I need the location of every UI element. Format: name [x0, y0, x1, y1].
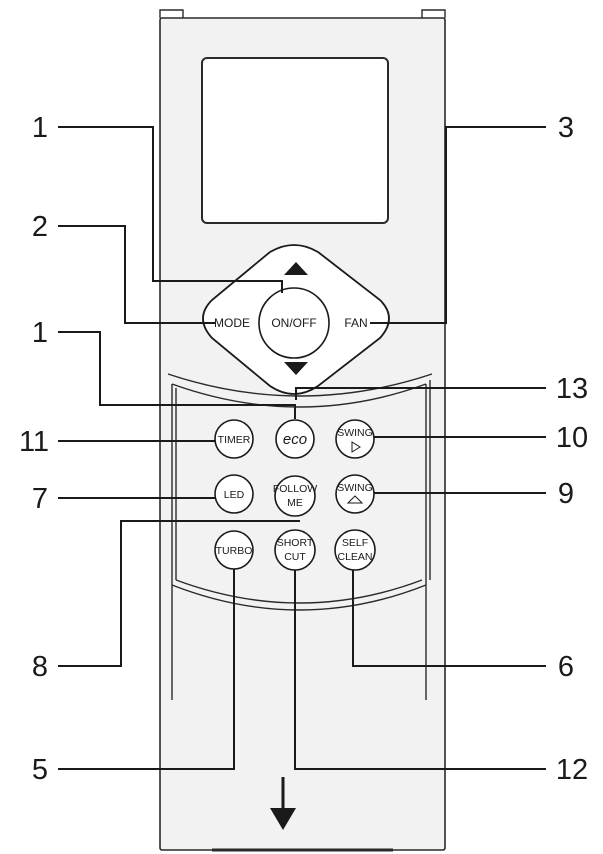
vertical-swing-icon: [346, 495, 364, 504]
eco-button[interactable]: eco: [275, 419, 315, 459]
leader-fan: [370, 126, 546, 324]
top-tabs: [159, 9, 446, 18]
callout-swing-h: 10: [556, 422, 588, 454]
fan-button[interactable]: FAN: [344, 316, 367, 330]
led-label: LED: [224, 489, 245, 501]
shortcut-label-2: CUT: [284, 551, 306, 563]
leader-eco: [295, 387, 546, 400]
swing-horizontal-label: SWING: [337, 427, 373, 439]
shortcut-button[interactable]: SHORT CUT: [274, 529, 316, 571]
swing-vertical-label: SWING: [337, 482, 373, 494]
leader-mode: [58, 225, 216, 324]
callout-up: 1: [32, 112, 48, 144]
leader-lines: [58, 126, 546, 770]
follow-me-label-1: FOLLOW: [273, 483, 317, 495]
callout-swing-v: 9: [558, 478, 574, 510]
callout-shortcut: 12: [556, 754, 588, 786]
follow-me-button[interactable]: FOLLOW ME: [273, 475, 317, 517]
shortcut-label-1: SHORT: [277, 537, 314, 549]
turbo-button[interactable]: TURBO: [214, 530, 254, 570]
leader-down: [58, 331, 296, 419]
swing-vertical-button[interactable]: SWING: [335, 474, 375, 514]
leader-turbo: [58, 569, 235, 770]
on-off-label: ON/OFF: [271, 316, 316, 330]
leader-follow-me: [58, 520, 300, 667]
callout-down: 1: [32, 317, 48, 349]
leader-up: [58, 126, 283, 293]
self-clean-button[interactable]: SELF CLEAN: [334, 529, 376, 571]
self-clean-label-1: SELF: [342, 537, 368, 549]
callout-turbo: 5: [32, 754, 48, 786]
follow-me-label-2: ME: [287, 497, 303, 509]
callout-numbers: 1 2 3 1 13 11 10 7 9 8 6 5 12: [19, 112, 588, 786]
leader-shortcut: [294, 570, 546, 770]
callout-eco: 13: [556, 373, 588, 405]
leader-self-clean: [352, 570, 546, 667]
callout-self-clean: 6: [558, 651, 574, 683]
down-slide-arrow-icon: [270, 777, 296, 830]
up-arrow-icon[interactable]: [284, 262, 308, 275]
callout-led: 7: [32, 483, 48, 515]
on-off-button[interactable]: ON/OFF: [258, 287, 330, 359]
callout-timer: 11: [19, 426, 49, 458]
callout-mode: 2: [32, 211, 48, 243]
horizontal-swing-icon: [351, 441, 361, 453]
lower-panel: [167, 373, 433, 700]
timer-label: TIMER: [218, 434, 251, 446]
callout-follow-me: 8: [32, 651, 48, 683]
self-clean-label-2: CLEAN: [337, 551, 372, 563]
down-arrow-icon[interactable]: [284, 362, 308, 375]
turbo-label: TURBO: [216, 545, 253, 557]
mode-button[interactable]: MODE: [214, 316, 250, 330]
led-button[interactable]: LED: [214, 474, 254, 514]
swing-horizontal-button[interactable]: SWING: [335, 419, 375, 459]
timer-button[interactable]: TIMER: [214, 419, 254, 459]
callout-fan: 3: [558, 112, 574, 144]
eco-label: eco: [283, 431, 307, 448]
lcd-screen: [201, 57, 389, 224]
